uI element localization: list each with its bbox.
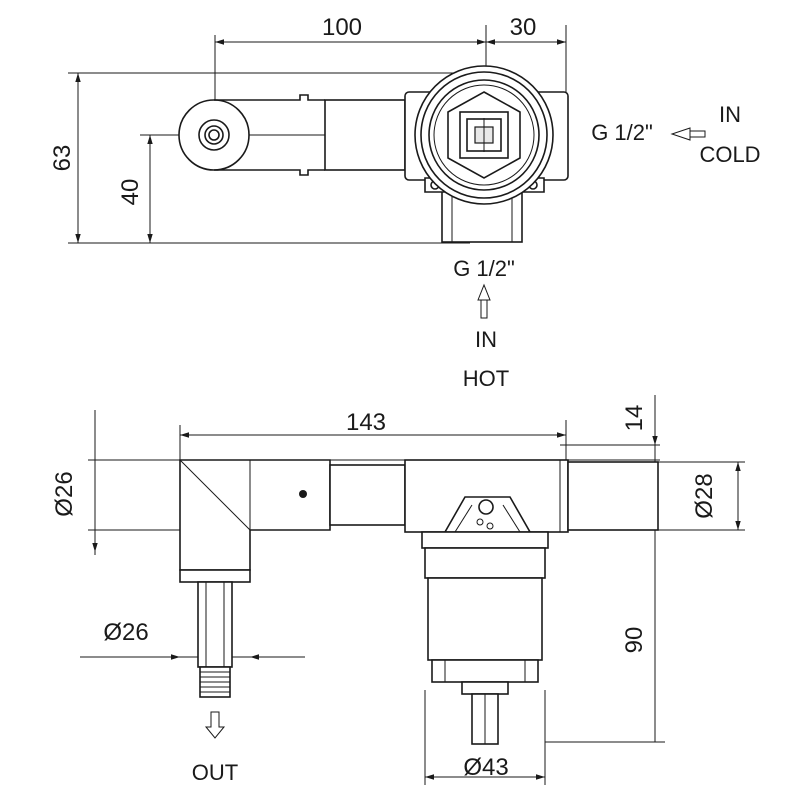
dimension-label-30: 30 xyxy=(510,14,537,41)
connecting-pipe xyxy=(324,99,406,171)
dimension-label-63: 63 xyxy=(49,145,76,172)
spout-thread xyxy=(199,666,231,698)
outlet-elbow xyxy=(179,459,331,571)
cartridge-nut xyxy=(431,659,539,683)
outlet-label: OUT xyxy=(192,760,238,785)
cartridge-ring-3 xyxy=(428,79,540,191)
pipe-top-edge xyxy=(214,94,325,101)
elbow-miter-line xyxy=(179,459,251,531)
elbow-collar xyxy=(179,569,251,583)
dimension-label-14: 14 xyxy=(621,405,648,432)
cold-inlet-pipe xyxy=(567,461,659,531)
outlet-end-inner xyxy=(208,129,220,141)
hot-inlet-label-hot: HOT xyxy=(463,366,509,391)
cold-inlet-arrow-icon xyxy=(670,127,706,141)
cold-inlet-label-cold: COLD xyxy=(699,142,760,167)
cold-inlet-label-in: IN xyxy=(719,102,741,127)
dimension-label-100: 100 xyxy=(322,14,362,41)
dimension-label-diameter-26-outlet: Ø26 xyxy=(103,619,148,646)
hot-inlet-label-in: IN xyxy=(475,327,497,352)
cartridge-flange xyxy=(421,531,549,549)
pipe-bottom-edge xyxy=(214,169,325,176)
cap-screw xyxy=(478,499,494,515)
side-connecting-pipe xyxy=(329,464,406,526)
cartridge-stem-base xyxy=(461,681,509,695)
dimension-label-diameter-43: Ø43 xyxy=(463,754,508,781)
cold-inlet-thread-label: G 1/2" xyxy=(591,120,653,145)
hot-inlet-thread-label: G 1/2" xyxy=(453,256,515,281)
outlet-spout xyxy=(197,581,233,668)
cap-mark xyxy=(476,518,484,526)
cap-mark xyxy=(486,522,494,530)
cartridge-upper xyxy=(424,547,546,579)
hot-inlet-arrow-icon xyxy=(477,283,491,319)
cartridge-ring-4 xyxy=(433,84,535,186)
outlet-arrow-icon xyxy=(204,711,226,739)
side-view: 143 Ø26 14 Ø28 90 Ø26 Ø43 OUT xyxy=(51,395,745,785)
dimension-label-diameter-28: Ø28 xyxy=(691,473,718,518)
dimension-label-diameter-26-body: Ø26 xyxy=(51,471,78,516)
set-screw-dot xyxy=(299,490,307,498)
dimension-label-90: 90 xyxy=(621,627,648,654)
cartridge-ring-2 xyxy=(420,71,548,199)
dimension-label-40: 40 xyxy=(117,179,144,206)
dimension-label-143: 143 xyxy=(346,409,386,436)
cap-edge xyxy=(454,504,473,533)
cartridge-main-body xyxy=(427,577,543,661)
top-view: 100 30 63 40 G 1/2" xyxy=(49,14,761,391)
cap-edge xyxy=(502,504,521,533)
